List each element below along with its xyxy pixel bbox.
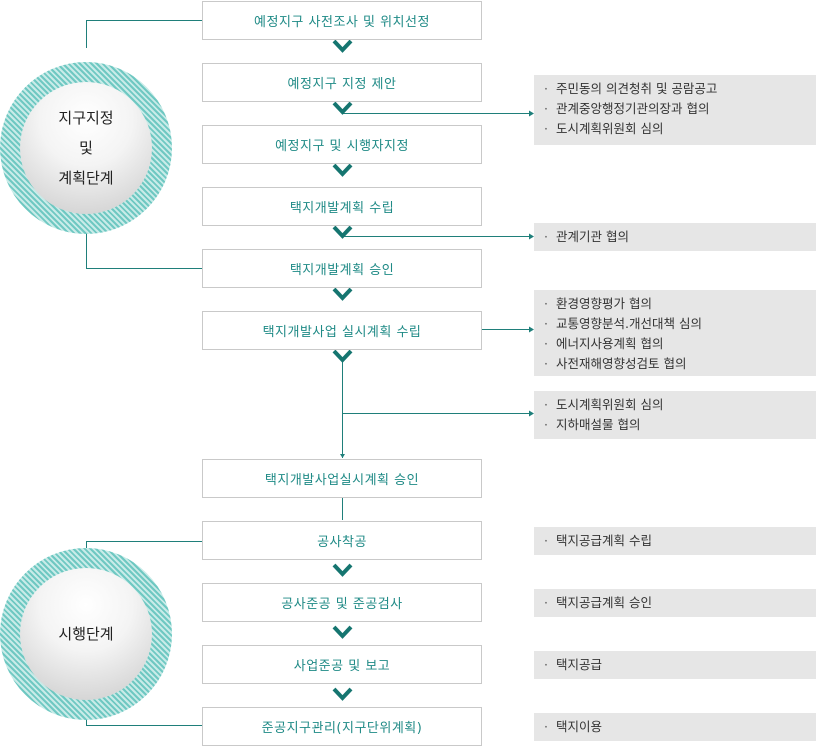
note-plan: 관계기관 협의 (534, 223, 816, 251)
implementation-phase-inner: 시행단계 (20, 568, 152, 700)
note-management: 택지이용 (534, 713, 816, 741)
note-line: 택지이용 (544, 717, 806, 737)
stage-development-plan: 택지개발계획 수립 (202, 187, 482, 226)
implementation-phase-circle: 시행단계 (0, 548, 172, 720)
stage-preliminary-survey: 예정지구 사전조사 및 위치선정 (202, 1, 482, 40)
chevron-down-icon (332, 225, 353, 239)
note-construction-start: 택지공급계획 수립 (534, 527, 816, 555)
planning-phase-label: 지구지정 및 계획단계 (58, 109, 114, 187)
note-line: 관계기관 협의 (544, 227, 806, 247)
note-implementation-approval: 도시계획위원회 심의 지하매설물 협의 (534, 391, 816, 439)
note-line: 택지공급계획 승인 (544, 593, 806, 613)
note-line: 에너지사용계획 협의 (544, 334, 806, 354)
planning-bracket-top (86, 20, 202, 48)
note-designation: 주민동의 의견청취 및 공람공고 관계중앙행정기관의장과 협의 도시계획위원회 … (534, 75, 816, 145)
arrowhead-icon (529, 410, 534, 417)
planning-phase-circle: 지구지정 및 계획단계 (0, 62, 172, 234)
implementation-phase-label: 시행단계 (58, 625, 114, 643)
chevron-down-icon (332, 349, 353, 363)
note-line: 사전재해영향성검토 협의 (544, 354, 806, 374)
planning-bracket-bottom (86, 232, 202, 269)
arrowhead-icon (529, 110, 534, 117)
chevron-down-icon (332, 687, 353, 701)
note-line: 주민동의 의견청취 및 공람공고 (544, 79, 806, 99)
stage-implementation-plan: 택지개발사업 실시계획 수립 (202, 311, 482, 350)
note-line: 택지공급계획 수립 (544, 531, 806, 551)
note-line: 교통영향분석.개선대책 심의 (544, 314, 806, 334)
note-line: 관계중앙행정기관의장과 협의 (544, 99, 806, 119)
stage-implementation-approval: 택지개발사업실시계획 승인 (202, 459, 482, 498)
stage-development-plan-approval: 택지개발계획 승인 (202, 249, 482, 288)
arrowhead-icon (340, 454, 345, 458)
note-completion-inspection: 택지공급계획 승인 (534, 589, 816, 617)
note-completion-report: 택지공급 (534, 651, 816, 679)
chevron-down-icon (332, 101, 353, 115)
stage-construction-start: 공사착공 (202, 521, 482, 560)
stage-district-management: 준공지구관리(지구단위계획) (202, 707, 482, 746)
planning-phase-inner: 지구지정 및 계획단계 (20, 82, 152, 214)
stage-designation-proposal: 예정지구 지정 제안 (202, 63, 482, 102)
note-line: 도시계획위원회 심의 (544, 119, 806, 139)
chevron-down-icon (332, 287, 353, 301)
chevron-down-icon (332, 563, 353, 577)
arrowhead-icon (529, 233, 534, 240)
arrowhead-icon (529, 326, 534, 333)
note-line: 지하매설물 협의 (544, 415, 806, 435)
note-line: 환경영향평가 협의 (544, 294, 806, 314)
note-line: 택지공급 (544, 655, 806, 675)
stage-completion-inspection: 공사준공 및 준공검사 (202, 583, 482, 622)
stage-designation-developer: 예정지구 및 시행자지정 (202, 125, 482, 164)
chevron-down-icon (332, 163, 353, 177)
stage-completion-report: 사업준공 및 보고 (202, 645, 482, 684)
chevron-down-icon (332, 625, 353, 639)
chevron-down-icon (332, 39, 353, 53)
note-implementation-plan: 환경영향평가 협의 교통영향분석.개선대책 심의 에너지사용계획 협의 사전재해… (534, 290, 816, 376)
note-line: 도시계획위원회 심의 (544, 395, 806, 415)
